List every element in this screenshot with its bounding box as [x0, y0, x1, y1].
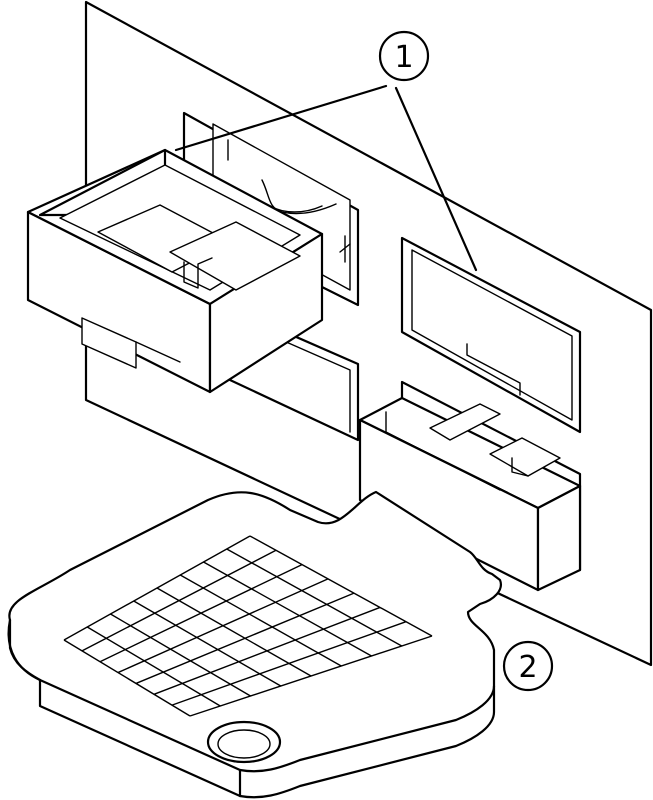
dust-plug-insert — [26, 148, 324, 394]
grid-line-col — [226, 548, 403, 647]
grid-line-row — [171, 621, 407, 706]
grid-line-col — [86, 626, 221, 707]
leader-lines — [174, 84, 478, 272]
pull-tab-label — [7, 490, 502, 799]
grid-line-col — [203, 561, 372, 657]
marking-grid — [63, 535, 433, 717]
grid-line-col — [179, 574, 342, 667]
grid-line-col — [156, 587, 312, 677]
grid-line-col — [63, 639, 191, 717]
callout-1: 1 — [378, 30, 430, 82]
grid-line-col — [110, 613, 251, 697]
callout-2-label: 2 — [518, 650, 537, 685]
callout-1-label: 1 — [394, 40, 413, 75]
grid-line-col — [133, 600, 282, 687]
callout-2-circle — [502, 640, 554, 692]
grid-line-col — [249, 535, 433, 637]
leader-line-1a — [174, 84, 388, 152]
grid-line-row — [117, 578, 329, 674]
empty-port-upper-right — [400, 236, 582, 434]
grid-line-row — [63, 535, 251, 641]
grid-line-row — [81, 549, 277, 652]
connector-insert-lower-right — [358, 380, 582, 592]
grid-line-row — [189, 635, 433, 717]
grid-line-row — [153, 606, 381, 695]
callout-1-circle — [378, 30, 430, 82]
grid-line-row — [99, 563, 303, 663]
callout-2: 2 — [502, 640, 554, 692]
leader-line-1b — [394, 86, 478, 272]
grid-line-row — [135, 592, 355, 685]
